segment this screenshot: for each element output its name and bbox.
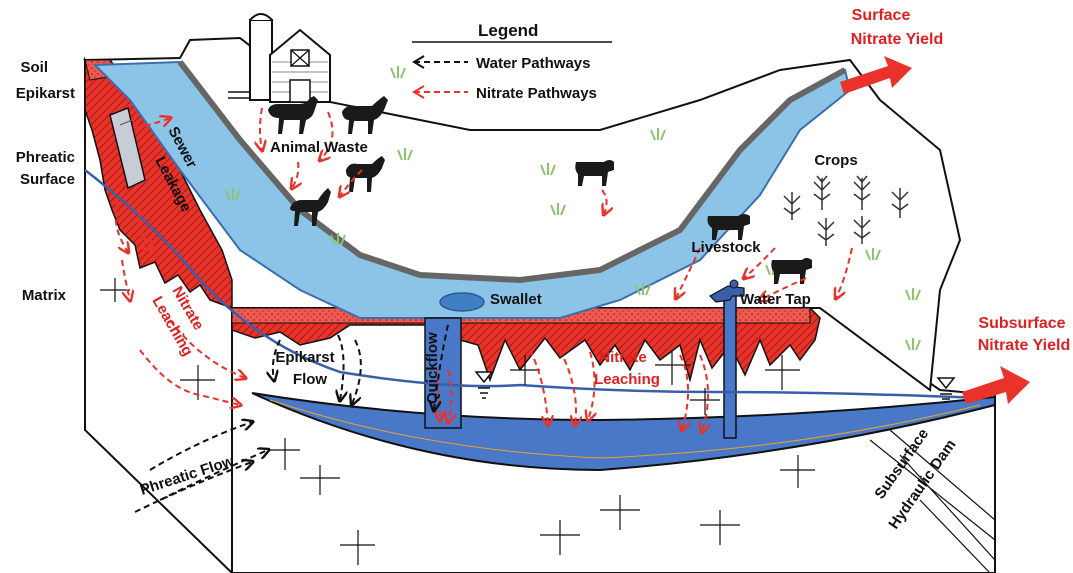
swallet-label: Swallet [490,291,542,308]
legend-water-pathways: Water Pathways [476,55,591,72]
epikarst-flow-label: Epikarst [275,349,334,366]
subsurface-yield-label-2: Nitrate Yield [978,337,1070,354]
phreatic-surface-label: Phreatic [16,149,75,166]
surface-yield-label: Surface [852,7,911,24]
surface-yield-label-2: Nitrate Yield [851,31,943,48]
crops-label: Crops [814,152,857,169]
legend: Legend Water Pathways Nitrate Pathways [412,21,612,102]
livestock-label: Livestock [691,239,761,256]
nitrate-leaching-mid-label: Nitrate [599,349,647,366]
epikarst-label: Epikarst [16,85,75,102]
soil-label: Soil [20,59,48,76]
water-tap-well [724,292,736,438]
quickflow-label: Quickflow [424,332,441,404]
animal-waste-label: Animal Waste [270,139,368,156]
legend-nitrate-pathways: Nitrate Pathways [476,85,597,102]
legend-title: Legend [478,21,538,40]
epikarst-flow-label-2: Flow [293,371,327,388]
subsurface-yield-label: Subsurface [978,315,1065,332]
phreatic-surface-label-2: Surface [20,171,75,188]
nitrate-leaching-mid-label-2: Leaching [594,371,660,388]
water-tap-label: Water Tap [740,291,811,308]
matrix-label: Matrix [22,287,67,304]
swallet-opening [440,293,484,311]
